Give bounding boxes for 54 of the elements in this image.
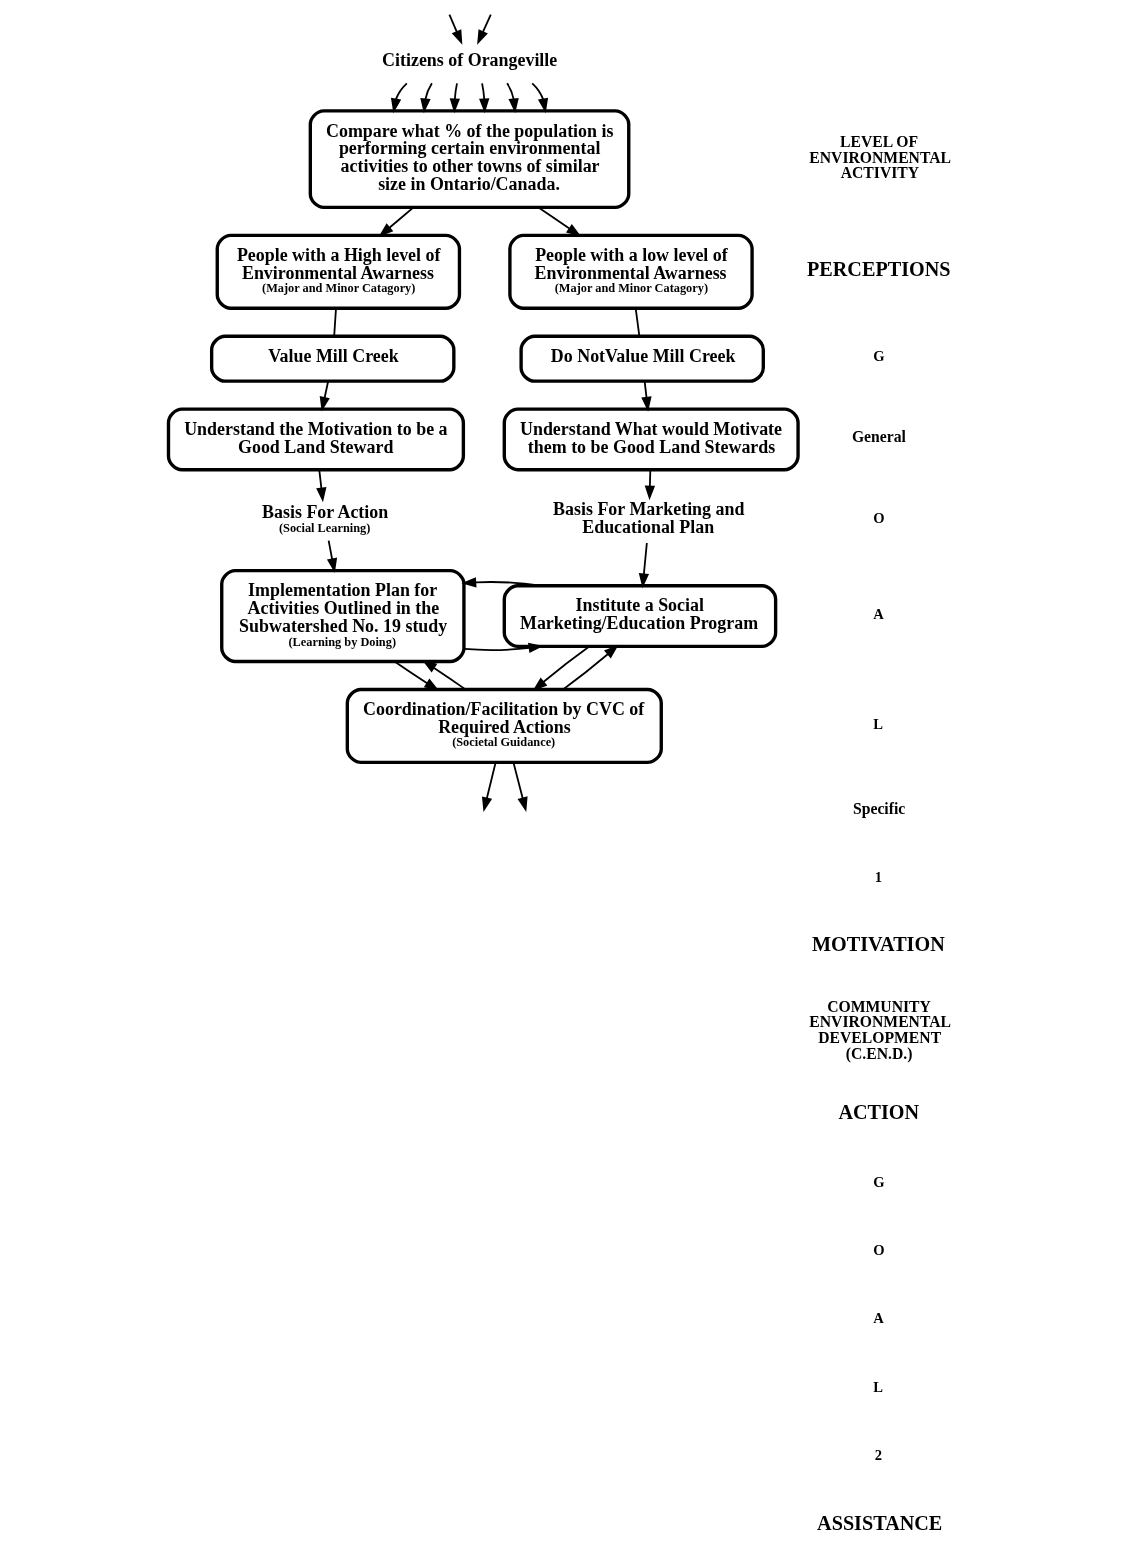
connector [333, 307, 337, 337]
arrow [390, 82, 408, 114]
label: PERCEPTIONS [807, 257, 951, 280]
label: G [873, 348, 885, 365]
arrow [644, 468, 656, 501]
node-box: Compare what % of the population is performing certain environmental activities to other towns of similar size in Ontario/Canada. [308, 109, 631, 210]
arrow [506, 82, 519, 114]
arrow [477, 13, 492, 45]
arrow [316, 468, 327, 503]
arrow [641, 380, 652, 412]
arrow [562, 644, 619, 691]
label: Specific [853, 799, 906, 817]
label: 2 [874, 1447, 883, 1464]
arrow [479, 82, 490, 114]
node-box: Understand the Motivation to be a Good Land Steward [166, 407, 466, 472]
node-text: Basis For Marketing and Educational Plan [553, 499, 745, 538]
arrow [638, 542, 650, 589]
node-box: Coordination/Facilitation by CVC of Required Actions (Societal Guidance) [345, 687, 663, 765]
arrow [531, 82, 549, 114]
connector [634, 307, 641, 337]
node-box: People with a low level of Environmental Awarness (Major and Minor Catagory) [508, 233, 754, 310]
label: A [873, 1310, 884, 1327]
arrow [422, 660, 467, 691]
node-box: Understand What would Motivate them to be Good Land Stewards [502, 407, 800, 472]
node-box: Institute a Social Marketing/Education Program [502, 584, 778, 648]
arrow [512, 761, 528, 812]
node-text: Citizens of Orangeville [382, 49, 558, 70]
arrow [420, 82, 433, 114]
node-box: Implementation Plan for Activities Outlined in the Subwatershed No. 19 study (Learning by Doing) [220, 568, 466, 664]
label: ASSISTANCE [817, 1511, 943, 1534]
arrow [448, 13, 463, 45]
label: L [873, 1378, 883, 1395]
label: 1 [874, 868, 883, 885]
node-text: Basis For Action (Social Learning) [262, 502, 389, 535]
arrow [326, 539, 338, 574]
arrow [481, 761, 497, 813]
arrow [449, 82, 461, 114]
label: O [873, 509, 885, 526]
arrow [378, 206, 415, 237]
label: General [851, 428, 906, 446]
label: A [873, 605, 884, 622]
label: LEVEL OF ENVIRONMENTAL ACTIVITY [809, 133, 952, 182]
arrow [393, 660, 440, 691]
label: L [873, 715, 883, 732]
label: MOTIVATION [812, 933, 945, 956]
label: O [873, 1242, 885, 1259]
label: COMMUNITY ENVIRONMENTAL DEVELOPMENT (C.EN.D.) [809, 997, 952, 1062]
label: G [873, 1173, 885, 1190]
arrow [537, 206, 582, 237]
node-box: Do NotValue Mill Creek [519, 334, 765, 383]
label: ACTION [838, 1101, 920, 1124]
node-box: Value Mill Creek [209, 334, 456, 383]
node-box: People with a High level of Environmental Awarness (Major and Minor Catagory) [215, 233, 462, 310]
arrow [319, 380, 330, 412]
